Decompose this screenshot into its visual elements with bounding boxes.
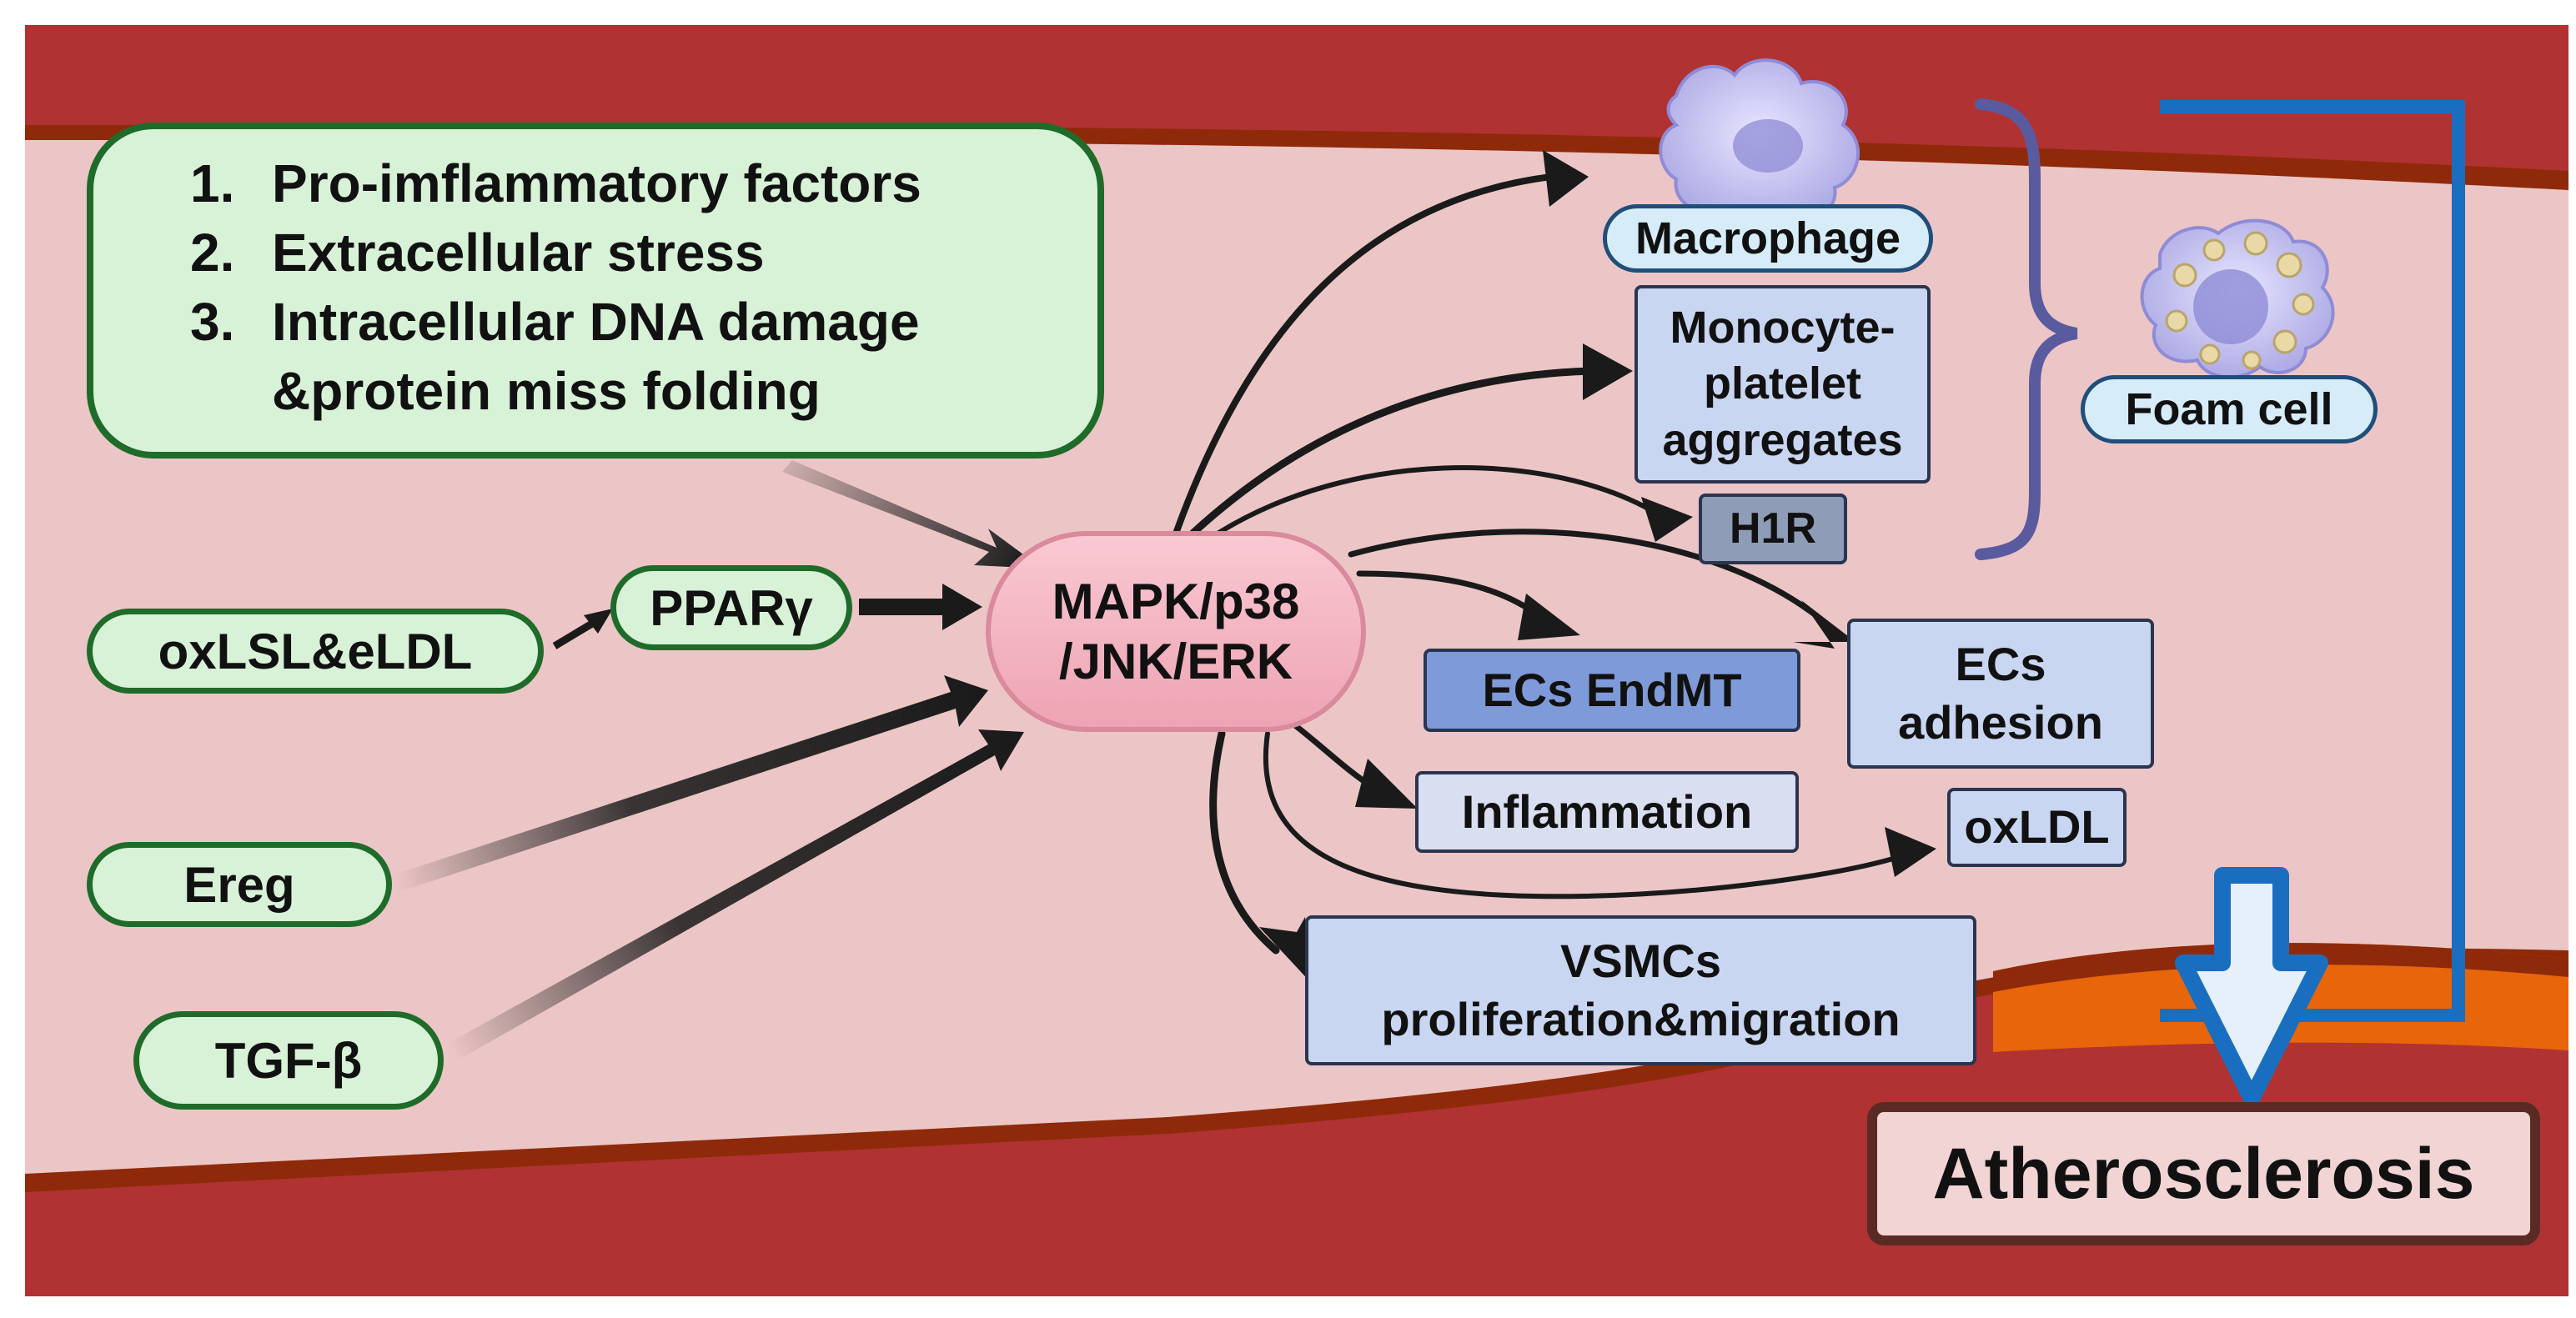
arrow-hub-to-vsmcs: [1209, 729, 1280, 955]
monocyte-line: aggregates: [1662, 414, 1903, 465]
arrow-tgf-to-hub: [450, 729, 1024, 1059]
factor-text: Extracellular stress: [272, 223, 765, 283]
arrow-factors-to-hub: [782, 460, 1042, 569]
stress-factors-box: 1. Pro-imflammatory factors 2. Extracell…: [87, 123, 1104, 459]
monocyte-line: Monocyte-: [1670, 302, 1896, 353]
arrow-hub-to-h1r: [1215, 465, 1654, 536]
arrow-hub-to-ecs-adhesion: [1348, 529, 1821, 620]
hub-line: MAPK/p38: [1052, 573, 1300, 629]
monocyte-platelet-box: Monocyte- platelet aggregates: [1634, 285, 1931, 484]
factor-text: Intracellular DNA damage: [272, 292, 920, 352]
factor-number: 2.: [190, 223, 235, 283]
arrow-ppar-to-hub: [859, 584, 982, 630]
vsmcs-line: VSMCs: [1560, 935, 1721, 987]
h1r-box: H1R: [1699, 494, 1847, 564]
monocyte-line: platelet: [1703, 358, 1862, 409]
arrow-ereg-to-hub: [392, 675, 988, 892]
foam-cell-icon: [2140, 218, 2335, 379]
hub-line: /JNK/ERK: [1058, 633, 1293, 689]
vsmcs-box: VSMCs proliferation&migration: [1305, 915, 1976, 1065]
tgf-node: TGF-β: [133, 1011, 444, 1110]
blue-connector: [2160, 100, 2465, 1022]
ecs-endmt-box: ECs EndMT: [1424, 649, 1800, 732]
ereg-node: Ereg: [87, 842, 392, 927]
output-arrowheads: [1259, 150, 1936, 985]
ppar-node: PPARγ: [610, 565, 852, 650]
ecs-adhesion-line: ECs: [1955, 638, 2046, 690]
grouping-bracket: [1975, 98, 2078, 560]
hub-shape: [986, 531, 1366, 732]
ecs-adhesion-box: ECs adhesion: [1847, 619, 2154, 769]
arrow-hub-to-monocyte: [1188, 367, 1597, 538]
outcome-box: [1867, 1102, 2540, 1245]
arrow-oxlsl-to-ppar: [552, 618, 599, 649]
atherosclerosis-label: Atherosclerosis: [1932, 1133, 2475, 1214]
arrow-hub-to-ecs-endmt: [1356, 570, 1538, 616]
arrow-hub-to-oxldl: [1263, 731, 1896, 900]
output-arrows: [1173, 173, 1896, 955]
factor-number: 3.: [190, 292, 235, 352]
down-arrow: [2175, 867, 2328, 1107]
factor-text: Pro-imflammatory factors: [272, 153, 921, 213]
plaque-top: [1993, 943, 2568, 992]
arrow-hub-to-macrophage: [1173, 173, 1554, 537]
mapk-hub: MAPK/p38 /JNK/ERK: [988, 534, 1363, 729]
factor-number: 1.: [190, 153, 235, 213]
factor-text: &protein miss folding: [272, 361, 821, 421]
oxldl-box: oxLDL: [1947, 788, 2127, 867]
ecs-adhesion-line: adhesion: [1898, 696, 2103, 749]
foam-cell-label: Foam cell: [2081, 375, 2378, 444]
macrophage-label: Macrophage: [1603, 204, 1933, 273]
macrophage-icon: [1659, 58, 1860, 226]
vsmcs-line: proliferation&migration: [1381, 993, 1901, 1045]
oxlsl-node: oxLSL&eLDL: [87, 609, 544, 694]
inflammation-box: Inflammation: [1415, 771, 1799, 853]
